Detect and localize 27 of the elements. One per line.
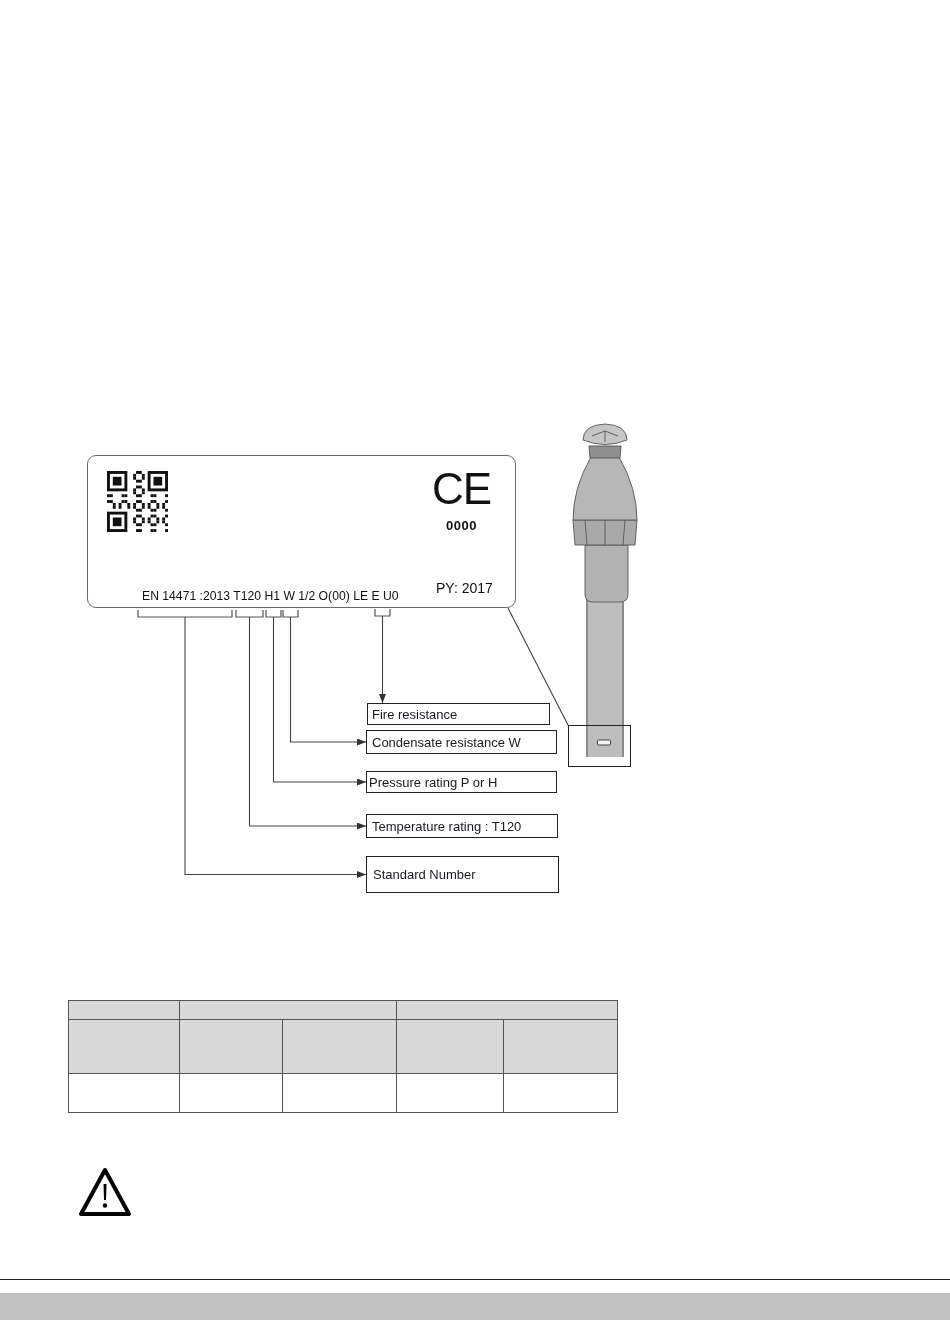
bracket-mark <box>137 609 233 618</box>
callout-box <box>366 814 558 838</box>
zoom-frame <box>568 725 631 767</box>
designation-code: EN 14471 :2013 T120 H1 W 1/2 O(00) LE E U0 <box>142 589 399 603</box>
bracket-mark <box>282 609 299 618</box>
production-year: PY: 2017 <box>436 580 493 596</box>
callout-box <box>366 730 557 754</box>
callout-text: Temperature rating : T120 <box>372 818 522 834</box>
leader-line <box>248 616 367 830</box>
callout-box <box>367 703 550 725</box>
ce-mark: CE <box>432 468 492 510</box>
callout-box <box>366 771 557 793</box>
leader-line <box>184 616 367 878</box>
callout-text: Fire resistance <box>372 706 458 722</box>
bracket-mark <box>235 609 264 618</box>
leader-line <box>379 615 386 704</box>
callout-text: Standard Number <box>373 867 476 882</box>
data-plate <box>87 455 516 608</box>
bracket-mark <box>265 609 282 618</box>
leader-line <box>507 607 569 726</box>
leader-line <box>272 616 367 786</box>
leader-line <box>289 616 367 746</box>
callout-text: Pressure rating P or H <box>369 774 498 790</box>
callout-text: Condensate resistance W <box>372 734 521 750</box>
bracket-mark <box>374 608 391 617</box>
callout-box <box>366 856 559 893</box>
code-number: 0000 <box>446 518 477 533</box>
